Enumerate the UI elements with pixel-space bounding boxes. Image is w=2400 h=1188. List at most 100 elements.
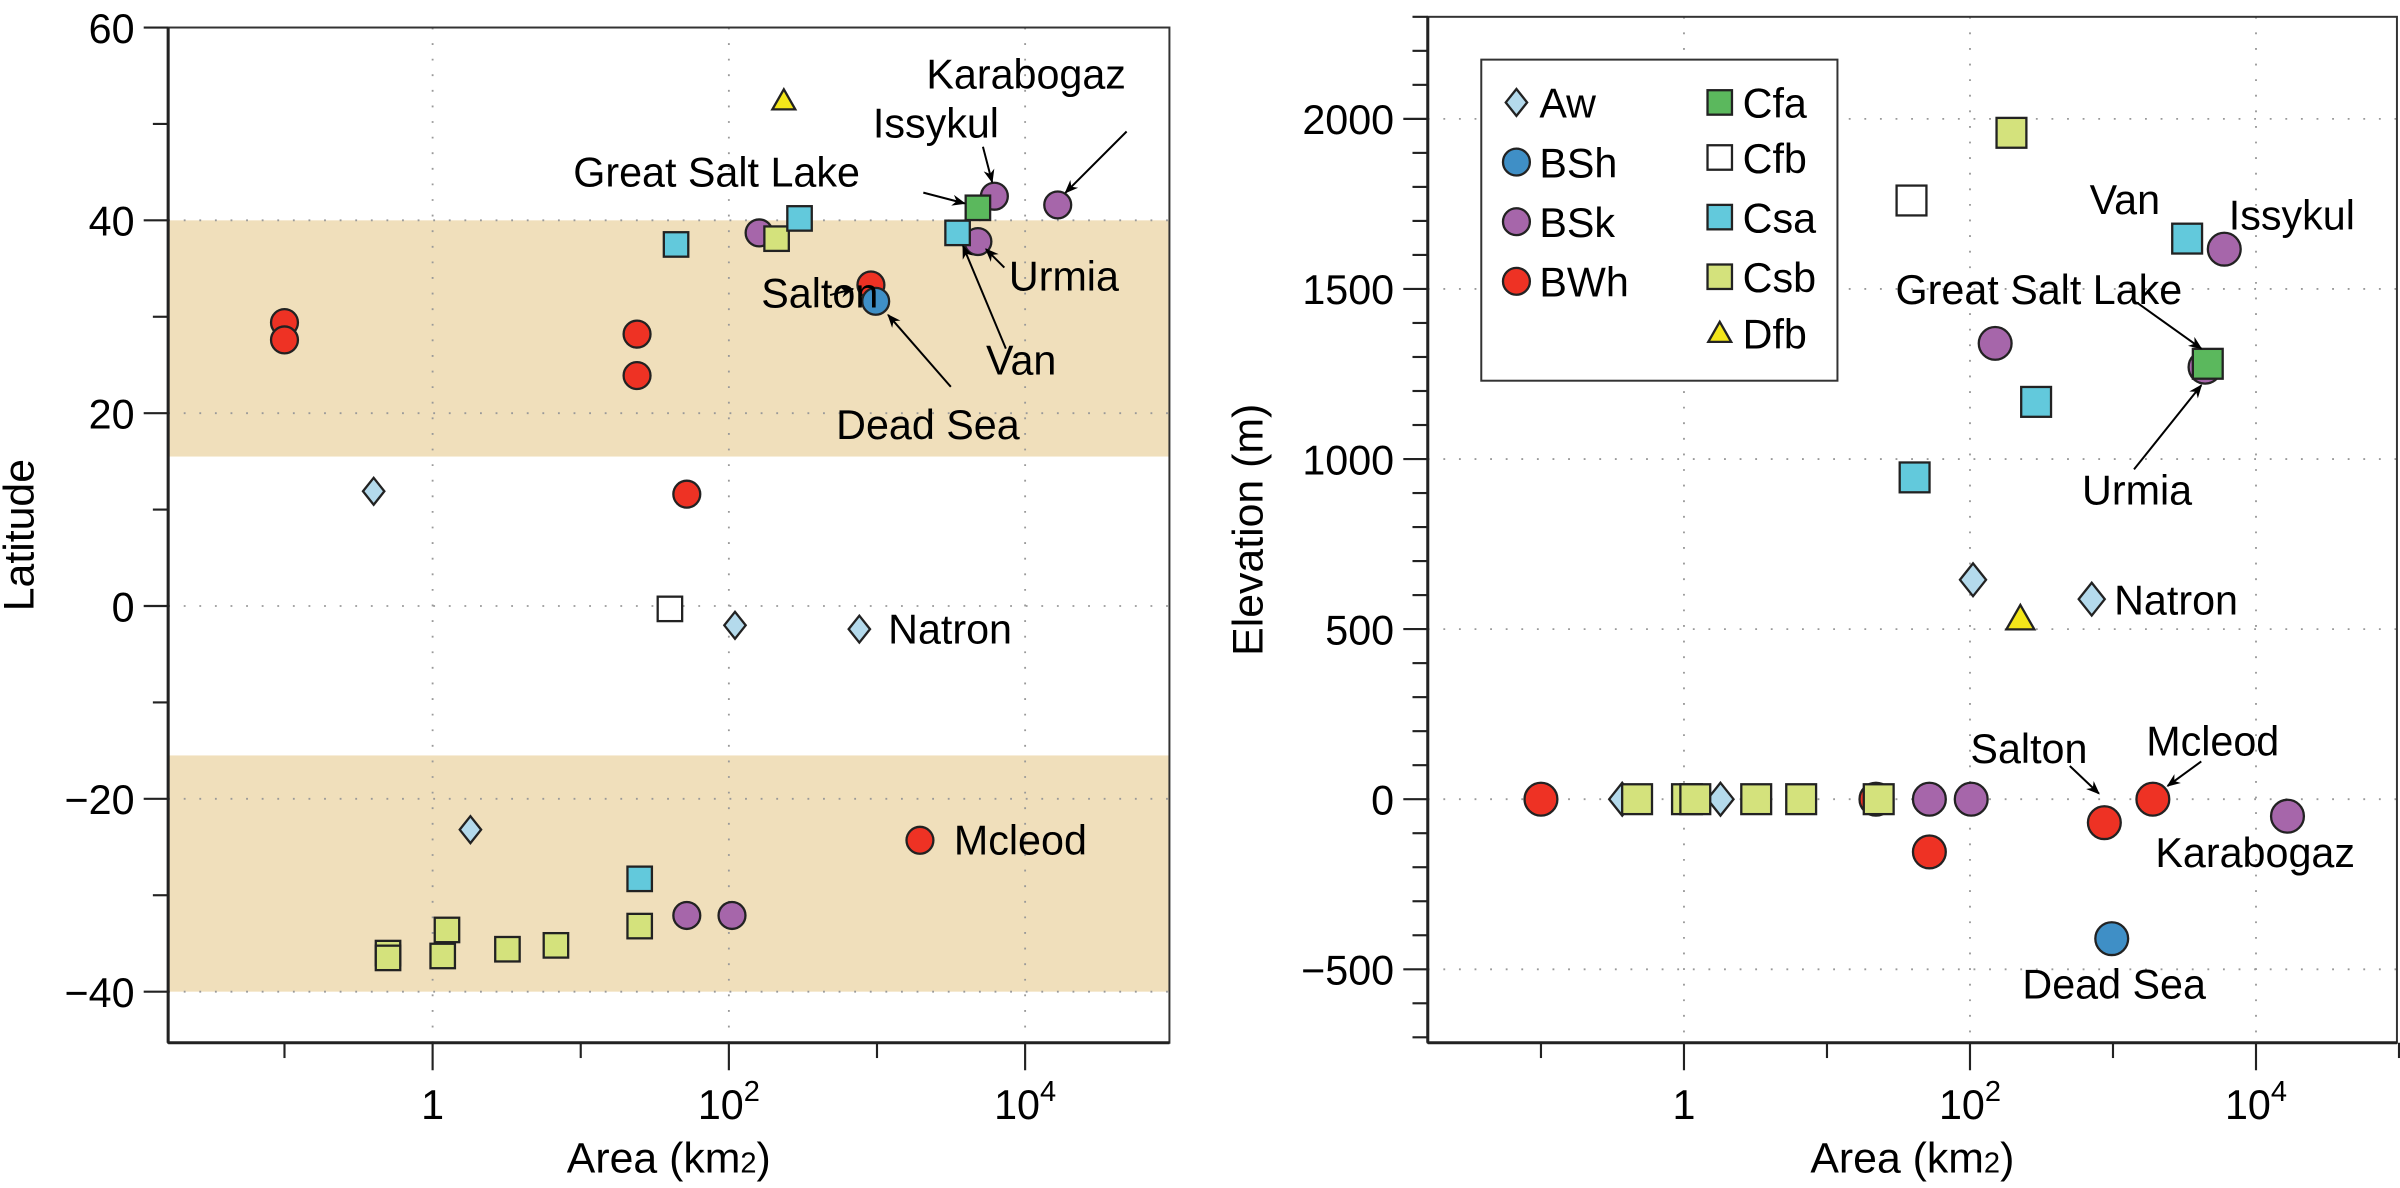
data-point-aw <box>1705 780 1735 818</box>
data-point-aw <box>2077 580 2107 618</box>
data-point-csb <box>1995 116 2028 149</box>
annotation-label: Great Salt Lake <box>573 150 860 196</box>
annotation-arrow <box>2069 765 2100 795</box>
legend-item-bwh: BWh <box>1501 260 1629 306</box>
annotation-label: Issykul <box>2229 192 2355 238</box>
legend-box <box>1480 58 1839 382</box>
annotation-label: Mcleod <box>2146 718 2279 764</box>
data-point-bwh <box>622 319 652 349</box>
data-point-csb <box>374 944 402 972</box>
data-point-bwh <box>905 825 935 855</box>
data-point-cfb <box>656 595 684 623</box>
data-point-csa <box>1898 461 1931 494</box>
data-point-csb <box>1862 783 1895 816</box>
data-point-csb <box>763 225 790 253</box>
data-point-csb <box>626 912 654 940</box>
data-point-bsh <box>2094 921 2130 957</box>
square-icon <box>1706 144 1734 171</box>
annotation-label: Karabogaz <box>2155 830 2355 876</box>
data-point-bwh <box>1523 781 1559 817</box>
diamond-icon <box>1504 87 1529 118</box>
legend-item-dfb: Dfb <box>1706 312 1807 358</box>
annotation-label: Issykul <box>873 101 999 147</box>
legend-item-bsh: BSh <box>1501 140 1617 186</box>
data-point-bwh <box>672 479 702 509</box>
square-icon <box>1706 203 1734 231</box>
data-point-aw <box>847 613 872 645</box>
y-tick-label: 2000 <box>1302 97 1394 143</box>
annotation-label: Urmia <box>2082 468 2192 514</box>
annotation-label: Salton <box>761 270 878 316</box>
data-point-bsk <box>1953 781 1989 817</box>
y-tick-label: 1500 <box>1302 267 1394 313</box>
data-point-aw <box>722 609 748 641</box>
y-tick-label: −20 <box>65 777 135 823</box>
data-point-bwh <box>269 325 300 355</box>
data-point-csa <box>662 231 690 258</box>
data-point-bwh <box>2086 805 2122 841</box>
annotation-label: Dead Sea <box>2022 961 2206 1007</box>
legend-label: Dfb <box>1743 312 1807 358</box>
data-point-csb <box>542 931 570 959</box>
legend-label: Csb <box>1743 255 1816 301</box>
y-tick-label: 40 <box>89 199 135 245</box>
legend-label: BWh <box>1539 260 1628 306</box>
y-tick-label: 20 <box>89 391 135 437</box>
y-tick-label: −500 <box>1301 948 1394 994</box>
annotation-label: Great Salt Lake <box>1896 267 2183 313</box>
legend-label: Aw <box>1539 81 1596 127</box>
data-point-bsh <box>861 286 891 316</box>
data-point-csb <box>1621 783 1654 816</box>
data-point-bsk <box>717 900 747 931</box>
y-axis-label: Elevation (m) <box>1225 404 1273 656</box>
data-point-bwh <box>1911 834 1947 870</box>
legend-item-csa: Csa <box>1706 195 1816 241</box>
annotation-label: Karabogaz <box>926 52 1126 98</box>
data-point-csa <box>944 219 971 247</box>
data-point-csb <box>1785 783 1818 816</box>
x-tick-label: 102 <box>1939 1076 2001 1128</box>
data-point-bsk <box>2269 798 2306 834</box>
x-axis-label: Area (km2) <box>567 1135 771 1183</box>
data-point-csa <box>2171 222 2204 255</box>
y-tick-label: 60 <box>89 6 135 52</box>
data-point-aw <box>458 814 483 845</box>
data-point-csa <box>2020 385 2053 418</box>
x-tick-label: 104 <box>994 1076 1056 1128</box>
annotation-label: Natron <box>2114 578 2238 624</box>
x-axis-label: Area (km2) <box>1810 1135 2014 1183</box>
data-point-bwh <box>2135 781 2171 817</box>
data-point-csa <box>786 205 813 232</box>
legend-item-bsk: BSk <box>1501 200 1615 246</box>
annotation-arrow <box>981 146 995 184</box>
annotation-label: Salton <box>1970 726 2087 772</box>
y-tick-label: 0 <box>112 584 135 630</box>
data-point-csb <box>1740 783 1773 816</box>
annotation-label: Urmia <box>1009 253 1119 299</box>
annotation-arrow <box>923 191 966 206</box>
data-point-csb <box>433 916 461 944</box>
data-point-cfb <box>1895 184 1928 217</box>
data-point-aw <box>1958 561 1988 599</box>
data-point-dfb <box>2004 602 2037 631</box>
annotation-arrow <box>2133 384 2203 471</box>
legend-label: Csa <box>1743 195 1816 241</box>
legend-label: Cfb <box>1743 136 1807 182</box>
data-point-csb <box>429 942 457 970</box>
data-point-aw <box>361 475 386 507</box>
y-tick-label: 1000 <box>1302 437 1394 483</box>
data-point-csb <box>494 935 521 963</box>
data-point-csa <box>626 865 654 893</box>
data-point-bsk <box>672 900 702 931</box>
annotation-label: Mcleod <box>954 818 1087 864</box>
annotation-arrow <box>2166 760 2202 787</box>
circle-icon <box>1501 266 1532 296</box>
square-icon <box>1706 89 1734 116</box>
annotation-arrow <box>887 313 952 388</box>
legend-label: Cfa <box>1743 81 1807 127</box>
legend-item-csb: Csb <box>1706 255 1816 301</box>
y-tick-label: −40 <box>65 970 135 1016</box>
data-point-bsk <box>1043 190 1073 220</box>
